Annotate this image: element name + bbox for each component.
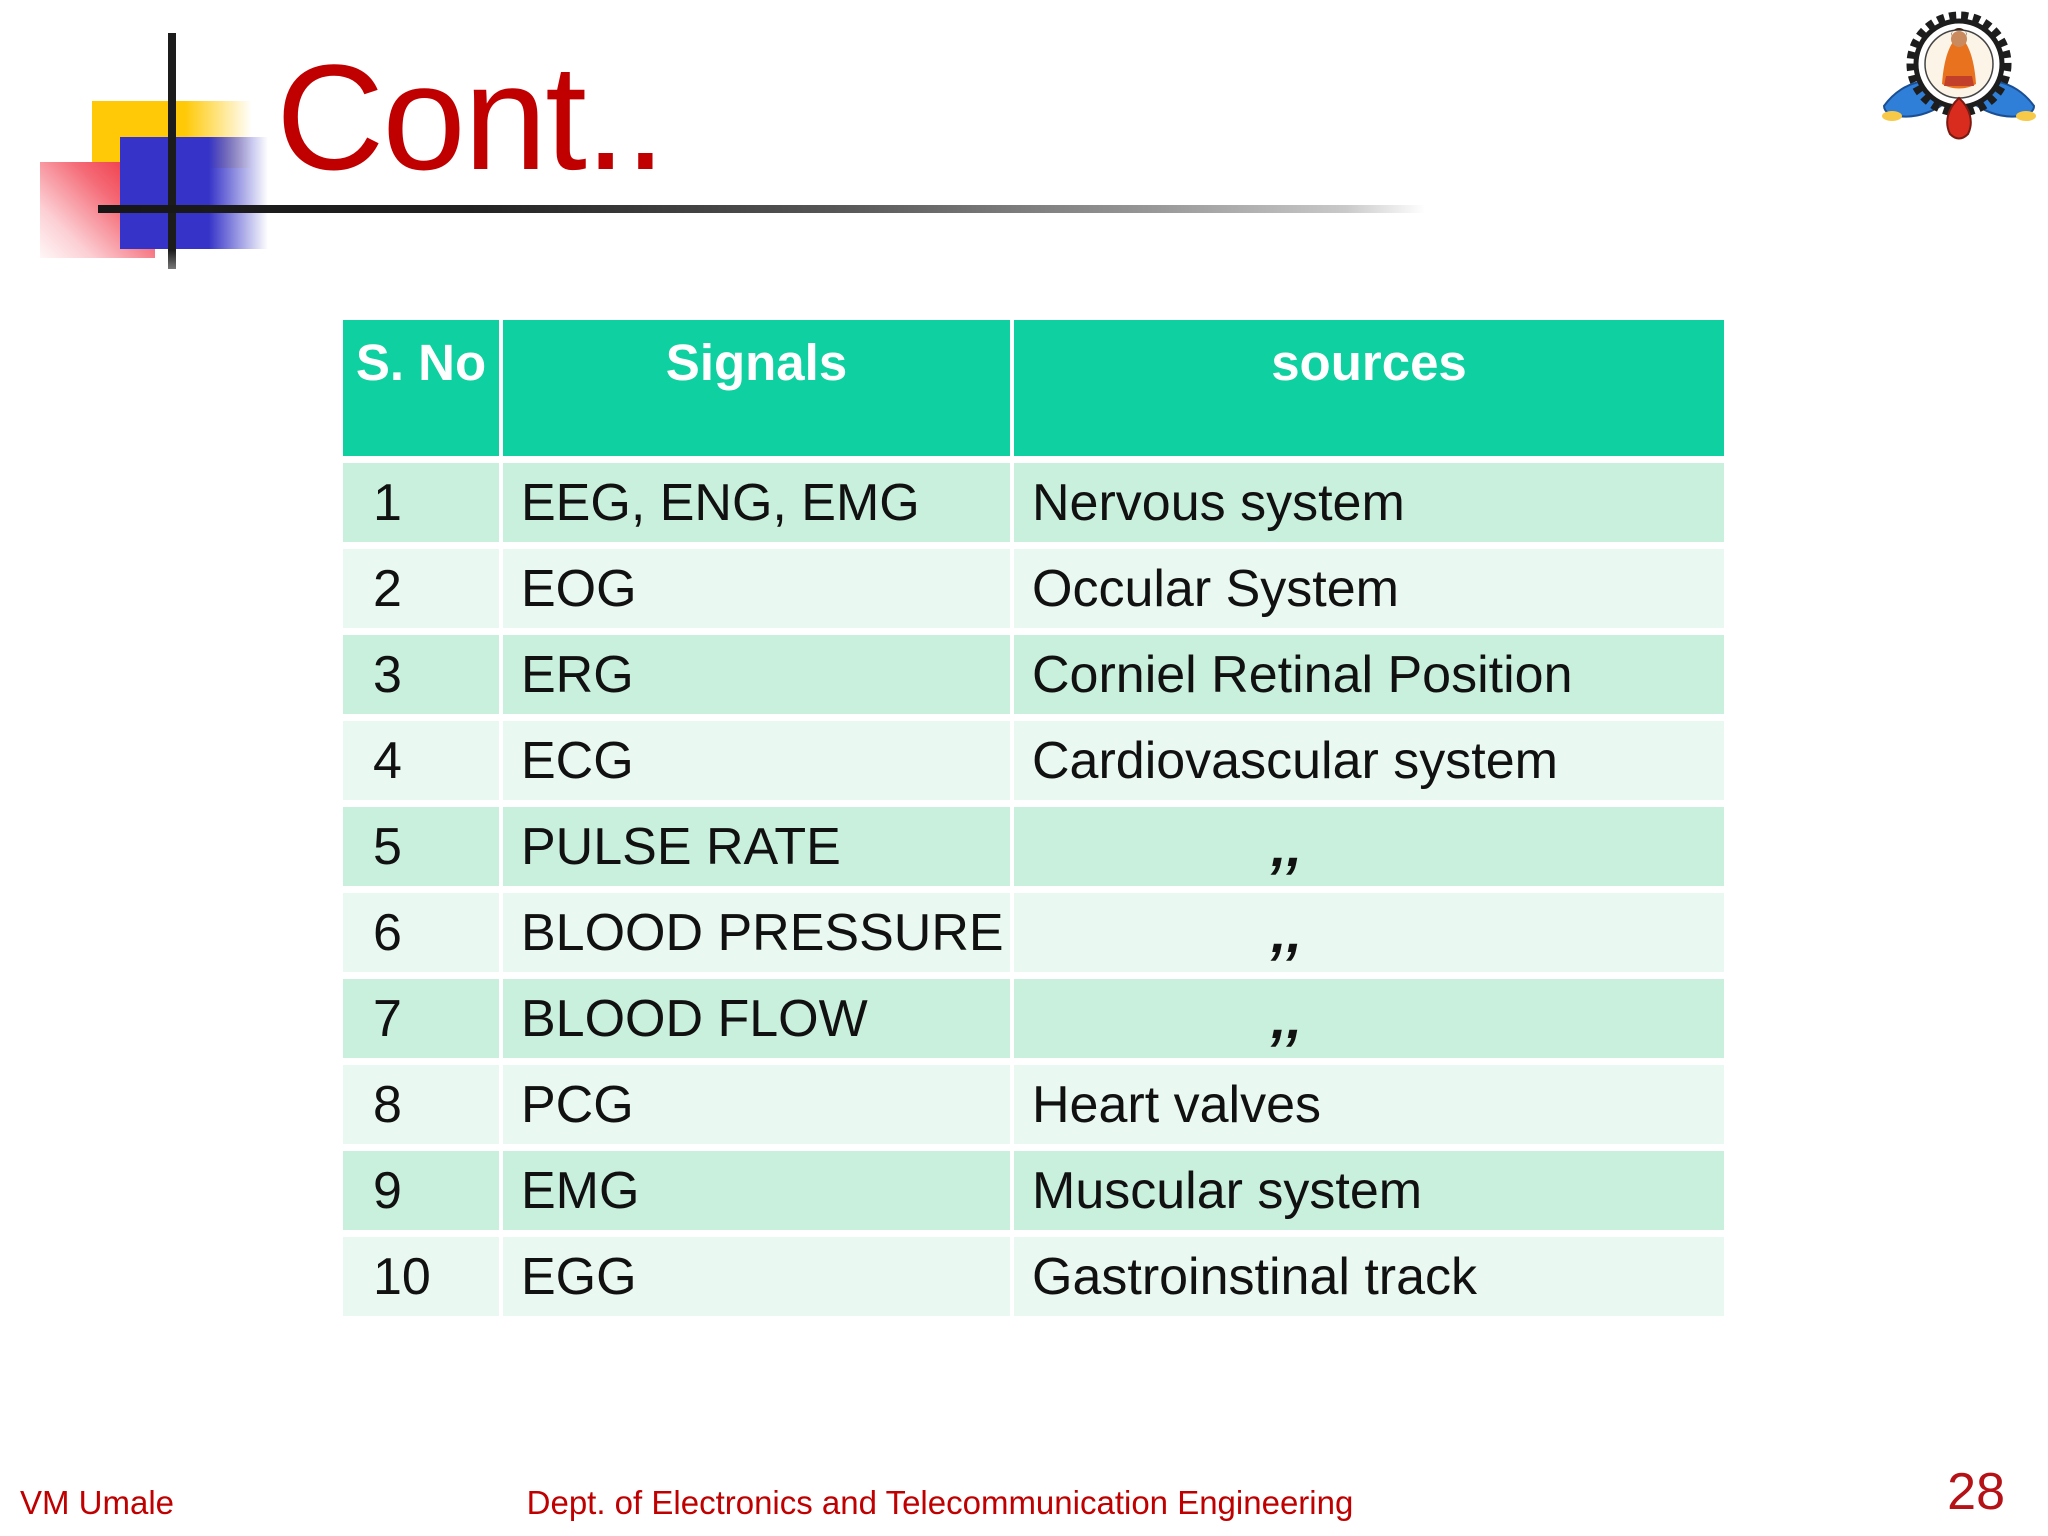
serial-cell: 3 — [343, 635, 499, 714]
table-row: 2 EOG Occular System — [343, 549, 1724, 628]
deco-blue-square — [120, 137, 268, 249]
table-row: 10 EGG Gastroinstinal track — [343, 1237, 1724, 1316]
serial-cell: 8 — [343, 1065, 499, 1144]
deco-vertical-line — [168, 33, 176, 269]
serial-cell: 6 — [343, 893, 499, 972]
table-row: 6 BLOOD PRESSURE ,, — [343, 893, 1724, 972]
deco-horizontal-rule — [98, 205, 1425, 213]
source-cell-ditto: ,, — [1014, 807, 1724, 886]
signal-cell: PULSE RATE — [503, 807, 1010, 886]
signal-cell: EEG, ENG, EMG — [503, 463, 1010, 542]
source-cell: Heart valves — [1014, 1065, 1724, 1144]
signal-cell: ERG — [503, 635, 1010, 714]
serial-cell: 1 — [343, 463, 499, 542]
source-cell: Cardiovascular system — [1014, 721, 1724, 800]
college-emblem-logo-icon — [1876, 6, 2042, 146]
source-cell: Muscular system — [1014, 1151, 1724, 1230]
table-row: 7 BLOOD FLOW ,, — [343, 979, 1724, 1058]
source-cell: Nervous system — [1014, 463, 1724, 542]
signal-cell: BLOOD PRESSURE — [503, 893, 1010, 972]
footer-author: VM Umale — [20, 1484, 175, 1521]
serial-cell: 9 — [343, 1151, 499, 1230]
table-row: 9 EMG Muscular system — [343, 1151, 1724, 1230]
source-cell-ditto: ,, — [1014, 979, 1724, 1058]
signal-cell: BLOOD FLOW — [503, 979, 1010, 1058]
signal-cell: PCG — [503, 1065, 1010, 1144]
table-row: 1 EEG, ENG, EMG Nervous system — [343, 463, 1724, 542]
source-cell: Gastroinstinal track — [1014, 1237, 1724, 1316]
source-cell: Corniel Retinal Position — [1014, 635, 1724, 714]
page-title: Cont.. — [276, 33, 666, 201]
signal-cell: EGG — [503, 1237, 1010, 1316]
serial-cell: 7 — [343, 979, 499, 1058]
serial-cell: 4 — [343, 721, 499, 800]
signal-cell: ECG — [503, 721, 1010, 800]
table-row: 4 ECG Cardiovascular system — [343, 721, 1724, 800]
header-signals: Signals — [503, 320, 1010, 456]
serial-cell: 5 — [343, 807, 499, 886]
header-sno: S. No — [343, 320, 499, 456]
source-cell: Occular System — [1014, 549, 1724, 628]
signal-cell: EOG — [503, 549, 1010, 628]
table-row: 8 PCG Heart valves — [343, 1065, 1724, 1144]
footer-department: Dept. of Electronics and Telecommunicati… — [526, 1484, 1354, 1521]
table-row: 5 PULSE RATE ,, — [343, 807, 1724, 886]
page-number: 28 — [1947, 1463, 2005, 1521]
signal-cell: EMG — [503, 1151, 1010, 1230]
table-row: 3 ERG Corniel Retinal Position — [343, 635, 1724, 714]
source-cell-ditto: ,, — [1014, 893, 1724, 972]
serial-cell: 10 — [343, 1237, 499, 1316]
header-sources: sources — [1014, 320, 1724, 456]
serial-cell: 2 — [343, 549, 499, 628]
table-header-row: S. No Signals sources — [343, 320, 1724, 456]
signals-table: S. No Signals sources 1 EEG, ENG, EMG Ne… — [339, 313, 1728, 1323]
